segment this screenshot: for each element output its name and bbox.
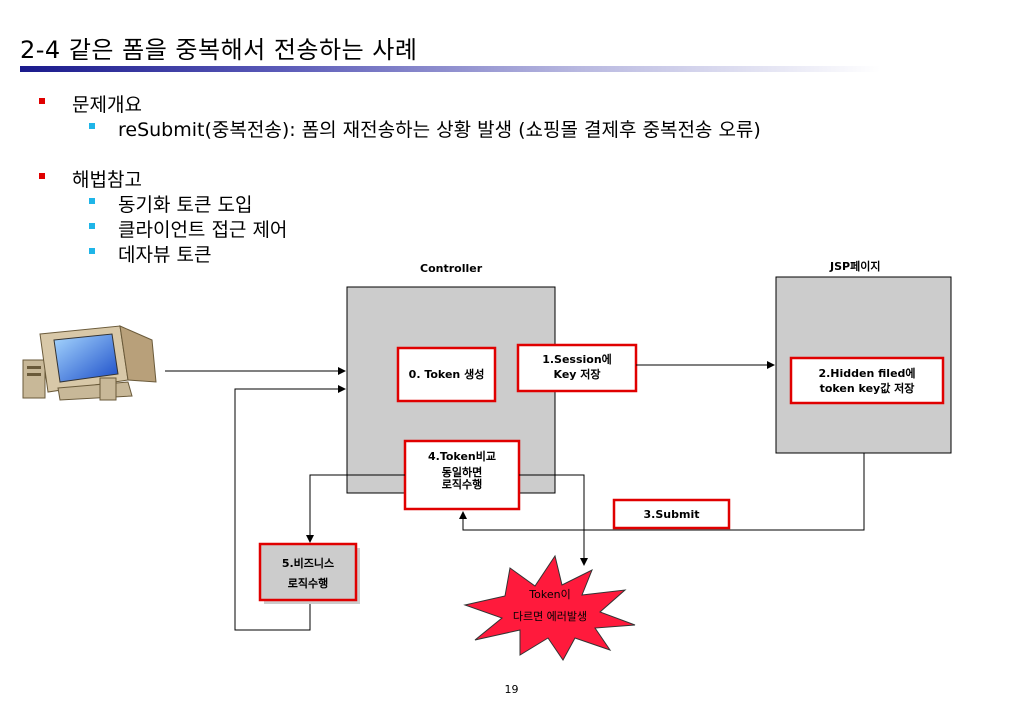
sub-bullet: reSubmit(중복전송): 폼의 재전송하는 상황 발생 (쇼핑몰 결제후 …	[89, 115, 761, 142]
submit-text: 3.Submit	[643, 508, 700, 521]
error-line1: Token이	[529, 588, 571, 601]
page-number: 19	[504, 683, 519, 696]
session-store-box	[516, 343, 638, 393]
sub-bullet-text: 동기화 토큰 도입	[118, 194, 253, 216]
hidden-field-text: 2.Hidden filed에 token key값 저장	[791, 366, 943, 396]
business-logic-line1: 5.비즈니스	[281, 557, 335, 570]
hidden-field-box	[789, 356, 945, 405]
controller-label: Controller	[420, 262, 483, 275]
sub-bullet: 클라이언트 접근 제어	[89, 215, 288, 242]
error-burst-shape	[463, 554, 636, 661]
bullet-marker-red	[39, 173, 45, 179]
session-store-line1: 1.Session에	[542, 353, 612, 366]
bullet-marker-blue	[89, 198, 95, 204]
bullet-marker-blue	[89, 223, 95, 229]
computer-icon	[22, 325, 157, 401]
bullet-marker-blue	[89, 123, 95, 129]
bullet-label: 해법참고	[72, 169, 142, 191]
bullet-marker-red	[39, 98, 45, 104]
error-line2: 다르면 에러발생	[512, 610, 588, 623]
bullet-solution: 해법참고	[39, 165, 142, 192]
bullet-label: 문제개요	[72, 94, 142, 116]
sub-bullet-text: 데자뷰 토큰	[118, 244, 212, 266]
sub-bullet-text: reSubmit(중복전송): 폼의 재전송하는 상황 발생 (쇼핑몰 결제후 …	[118, 119, 761, 141]
page-title: 2-4 같은 폼을 중복해서 전송하는 사례	[20, 36, 418, 64]
title-underline	[20, 66, 880, 72]
error-burst-text: Token이 다르면 에러발생	[490, 584, 610, 628]
sub-bullet: 동기화 토큰 도입	[89, 190, 253, 217]
token-compare-line1: 4.Token비교	[428, 450, 496, 463]
session-store-text: 1.Session에 Key 저장	[518, 352, 636, 382]
jsp-page-label: JSP페이지	[830, 260, 881, 273]
business-logic-line2: 로직수행	[287, 577, 329, 590]
hidden-field-line1: 2.Hidden filed에	[818, 367, 916, 380]
token-compare-line2: 동일하면	[441, 466, 483, 479]
session-store-line2: Key 저장	[553, 368, 601, 381]
token-create-text: 0. Token 생성	[408, 368, 485, 381]
business-logic-text: 5.비즈니스 로직수행	[260, 554, 356, 594]
sub-bullet-text: 클라이언트 접근 제어	[118, 219, 288, 241]
sub-bullet: 데자뷰 토큰	[89, 240, 212, 267]
bullet-marker-blue	[89, 248, 95, 254]
submit-box	[612, 498, 731, 530]
bullet-problem: 문제개요	[39, 90, 142, 117]
token-compare-line3: 로직수행	[441, 478, 483, 491]
token-compare-text: 4.Token비교 동일하면 로직수행	[405, 449, 519, 493]
business-logic-box	[258, 542, 358, 602]
token-create-box	[396, 346, 497, 403]
hidden-field-line2: token key값 저장	[819, 382, 915, 395]
